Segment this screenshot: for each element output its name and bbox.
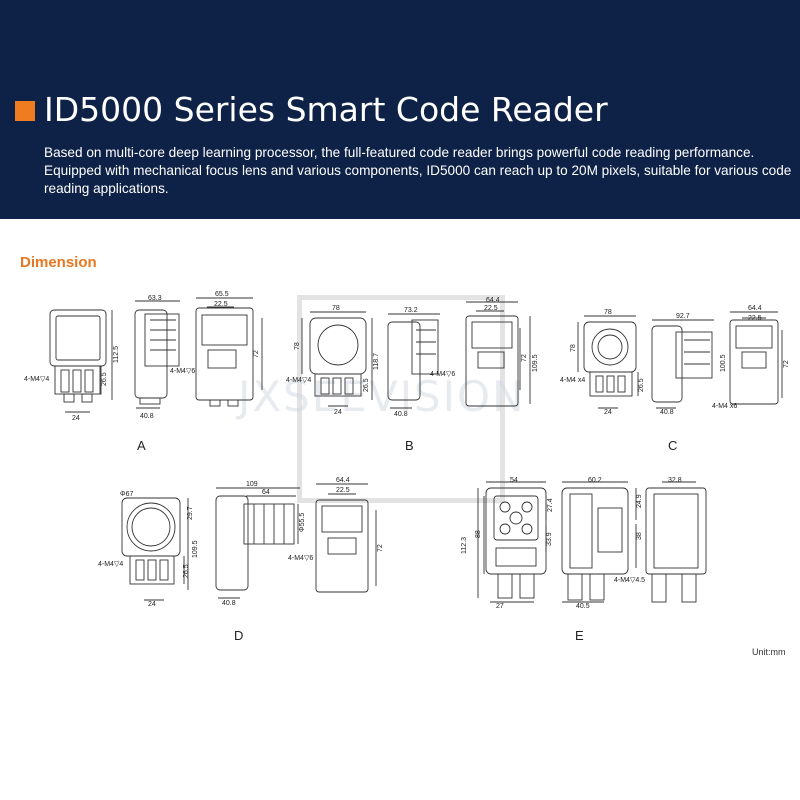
dim-d-24: 24 <box>148 601 156 608</box>
dim-e-thread: 4-M4▽4.5 <box>614 577 645 584</box>
drawing-d-label: D <box>234 628 244 643</box>
dim-e-33-9: 33.9 <box>546 532 553 546</box>
dim-a-thread-back: 4-M4▽6 <box>170 368 195 375</box>
unit-note: Unit:mm <box>752 647 786 657</box>
dim-e-60-2: 60.2 <box>588 477 602 484</box>
dim-d-26-5: 26.5 <box>183 564 190 578</box>
dim-b-72: 72 <box>521 354 528 362</box>
dim-d-64: 64 <box>262 489 270 496</box>
dim-b-109-5: 109.5 <box>532 354 539 372</box>
dim-d-phi67: Φ67 <box>120 491 133 498</box>
dim-a-65-5: 65.5 <box>215 291 229 298</box>
dim-c-thread-back: 4-M4 x6 <box>712 403 737 410</box>
dim-c-78-side: 78 <box>570 344 577 352</box>
dim-d-thread-back: 4-M4▽6 <box>288 555 313 562</box>
dim-a-112-5: 112.5 <box>113 346 120 363</box>
page-title: ID5000 Series Smart Code Reader <box>44 90 608 129</box>
dim-c-72: 72 <box>783 360 790 368</box>
dim-d-109: 109 <box>246 481 258 488</box>
dim-e-24-9: 24.9 <box>636 494 643 508</box>
dim-b-thread-front: 4-M4▽4 <box>286 377 311 384</box>
dim-a-72: 72 <box>253 350 260 358</box>
dim-b-22-5: 22.5 <box>484 305 498 312</box>
dim-e-40-5: 40.5 <box>576 603 590 610</box>
dim-d-40-8: 40.8 <box>222 600 236 607</box>
dim-e-27-4: 27.4 <box>547 498 554 512</box>
dim-d-109-5: 109.5 <box>192 540 199 558</box>
dim-b-73-2: 73.2 <box>404 307 418 314</box>
drawing-e-label: E <box>575 628 584 643</box>
product-description: Based on multi-core deep learning proces… <box>44 145 792 196</box>
dim-e-88: 88 <box>475 530 482 538</box>
dim-b-40-8: 40.8 <box>394 411 408 418</box>
dim-d-phi55-5: Φ55.5 <box>299 513 306 532</box>
drawing-a: 63.3 65.5 22.5 112.5 26.5 72 40.8 24 4-M… <box>24 291 263 422</box>
title-accent-square <box>15 101 35 121</box>
dim-b-thread-back: 4-M4▽6 <box>430 371 455 378</box>
dim-e-27: 27 <box>496 603 504 610</box>
dim-a-40-8: 40.8 <box>140 413 154 420</box>
dim-b-118-7: 118.7 <box>373 353 380 370</box>
dim-b-78-side: 78 <box>294 342 301 350</box>
dim-d-thread-front: 4-M4▽4 <box>98 561 123 568</box>
drawing-c: 78 92.7 64.4 22.5 78 100.5 72 26.5 40.8 … <box>560 305 790 416</box>
dim-a-63-3: 63.3 <box>148 295 162 302</box>
dim-e-112-3: 112.3 <box>461 537 468 554</box>
dim-b-64-4: 64.4 <box>486 297 500 304</box>
dim-e-38: 38 <box>636 532 643 540</box>
dim-c-92-7: 92.7 <box>676 313 690 320</box>
drawing-e: 54 60.2 32.8 27.4 112.3 88 33.9 24.9 38 … <box>461 477 707 610</box>
drawing-d: Φ67 109 64 64.4 22.5 29.7 Φ55.5 109.5 26… <box>98 477 384 608</box>
dim-d-22-5: 22.5 <box>336 487 350 494</box>
section-title: Dimension <box>20 254 97 271</box>
dim-b-24: 24 <box>334 409 342 416</box>
dim-c-100-5: 100.5 <box>720 354 727 372</box>
dim-c-64-4: 64.4 <box>748 305 762 312</box>
dim-d-64-4: 64.4 <box>336 477 350 484</box>
dim-a-thread-front: 4-M4▽4 <box>24 376 49 383</box>
dim-c-thread-front: 4-M4 x4 <box>560 377 585 384</box>
dim-a-26-5: 26.5 <box>101 372 108 386</box>
dim-c-22-5: 22.5 <box>748 315 762 322</box>
dim-e-32-8: 32.8 <box>668 477 682 484</box>
dim-c-40-8: 40.8 <box>660 409 674 416</box>
drawing-b: 78 73.2 64.4 22.5 78 118.7 109.5 72 26.5… <box>286 297 539 418</box>
dim-d-29-7: 29.7 <box>187 506 194 520</box>
watermark-frame <box>297 295 505 503</box>
drawing-c-label: C <box>668 438 678 453</box>
dim-b-78-top: 78 <box>332 305 340 312</box>
dim-c-24: 24 <box>604 409 612 416</box>
dim-c-26-5: 26.5 <box>638 378 645 392</box>
dim-e-54: 54 <box>510 477 518 484</box>
drawing-b-label: B <box>405 438 414 453</box>
dim-b-26-5: 26.5 <box>363 378 370 392</box>
dim-c-78-top: 78 <box>604 309 612 316</box>
drawing-a-label: A <box>137 438 146 453</box>
watermark-text: JXSEEVISION <box>238 372 526 421</box>
dim-a-24: 24 <box>72 415 80 422</box>
dim-a-22-5: 22.5 <box>214 301 228 308</box>
dim-d-72: 72 <box>377 544 384 552</box>
header-banner: ID5000 Series Smart Code Reader Based on… <box>0 0 800 219</box>
